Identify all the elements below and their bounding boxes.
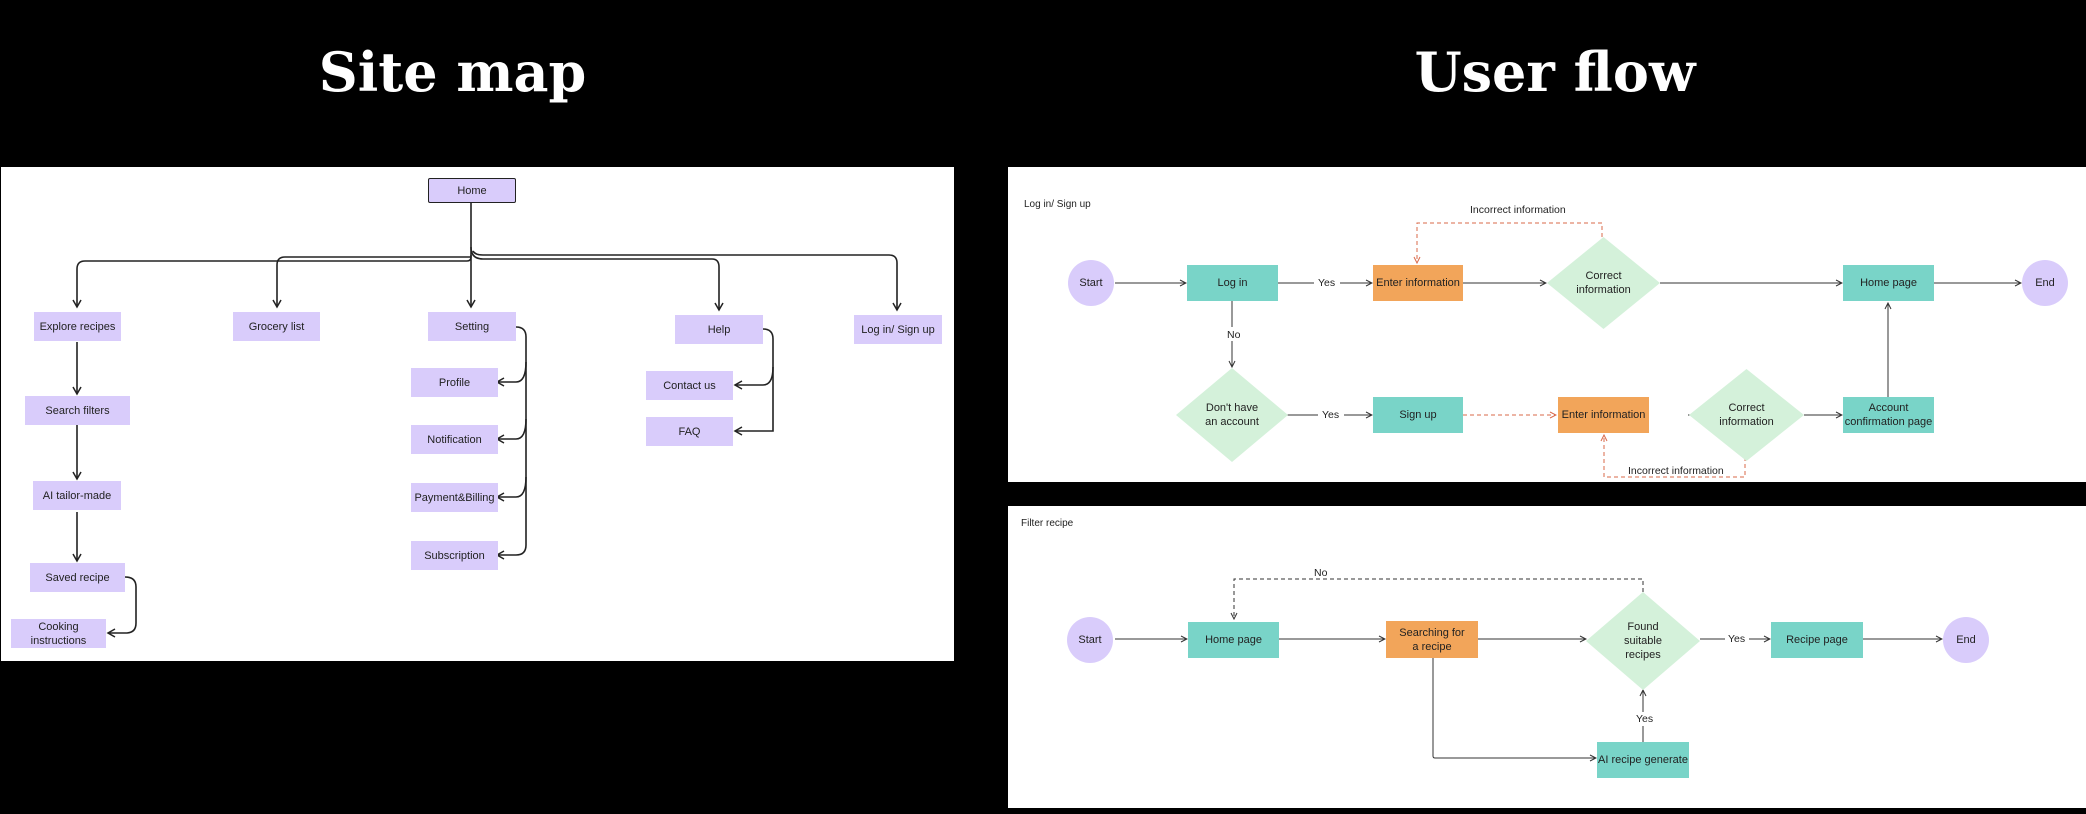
ai-yes-label: Yes [1636,713,1654,725]
login-yes-label: Yes [1318,277,1336,289]
filter-no-label: No [1314,567,1328,579]
payment-billing-node[interactable]: Payment&Billing [411,483,498,512]
recipe-page-node[interactable]: Recipe page [1771,622,1863,658]
searching-recipe-node[interactable]: Searching for a recipe [1386,621,1478,658]
filter-home-page-node[interactable]: Home page [1188,622,1279,658]
login-node[interactable]: Log in [1187,265,1278,301]
login-start-node[interactable]: Start [1068,260,1114,306]
filter-flow-panel: Filter recipe Start Home page No Searchi… [1008,506,2086,808]
correct-info-top-label: Correct information [1576,270,1631,296]
filter-flow-connectors [1115,578,2086,808]
signup-node[interactable]: Sign up [1373,397,1463,433]
incorrect-info-bottom-label: Incorrect information [1628,465,1724,477]
faq-node[interactable]: FAQ [646,417,733,446]
setting-node[interactable]: Setting [428,312,516,341]
login-flow-panel: Log in/ Sign up [1008,167,2086,482]
enter-info-bottom-node[interactable]: Enter information [1558,397,1649,433]
enter-info-top-node[interactable]: Enter information [1373,265,1463,301]
profile-node[interactable]: Profile [411,368,498,397]
sitemap-connectors [72,202,902,638]
cooking-instructions-node[interactable]: Cooking instructions [11,619,106,648]
found-yes-label: Yes [1728,633,1746,645]
help-node[interactable]: Help [675,315,763,344]
sitemap-panel: Home Explore recipes Search filters AI t… [1,167,954,661]
contact-us-node[interactable]: Contact us [646,371,733,400]
grocery-list-node[interactable]: Grocery list [233,312,320,341]
found-recipes-label: Found suitable recipes [1624,621,1662,661]
explore-recipes-node[interactable]: Explore recipes [34,312,121,341]
found-recipes-node[interactable]: Found suitable recipes [1586,592,1700,690]
correct-info-bottom-node[interactable]: Correct information [1689,369,1804,461]
dont-have-account-label: Don't have an account [1205,402,1259,428]
account-confirmation-node[interactable]: Account confirmation page [1843,397,1934,433]
login-flow-title: Log in/ Sign up [1024,199,1091,210]
login-no-label: No [1227,329,1241,341]
signup-yes-label: Yes [1322,409,1340,421]
filter-flow-title: Filter recipe [1021,518,1074,529]
userflow-heading: User flow [1414,40,1696,104]
ai-tailor-made-node[interactable]: AI tailor-made [33,481,121,510]
filter-end-node[interactable]: End [1943,617,1989,663]
subscription-node[interactable]: Subscription [411,541,498,570]
filter-start-node[interactable]: Start [1067,617,1113,663]
saved-recipe-node[interactable]: Saved recipe [30,563,125,592]
login-signup-node[interactable]: Log in/ Sign up [854,315,942,344]
sitemap-heading: Site map [318,40,587,104]
ai-recipe-generate-node[interactable]: AI recipe generate [1597,742,1689,778]
notification-node[interactable]: Notification [411,425,498,454]
incorrect-info-top-label: Incorrect information [1470,204,1566,216]
login-end-node[interactable]: End [2022,260,2068,306]
search-filters-node[interactable]: Search filters [25,396,130,425]
correct-info-top-node[interactable]: Correct information [1547,237,1660,329]
correct-info-bottom-label: Correct information [1719,402,1774,428]
home-node[interactable]: Home [428,178,516,203]
login-home-page-node[interactable]: Home page [1843,265,1934,301]
dont-have-account-node[interactable]: Don't have an account [1176,368,1288,462]
